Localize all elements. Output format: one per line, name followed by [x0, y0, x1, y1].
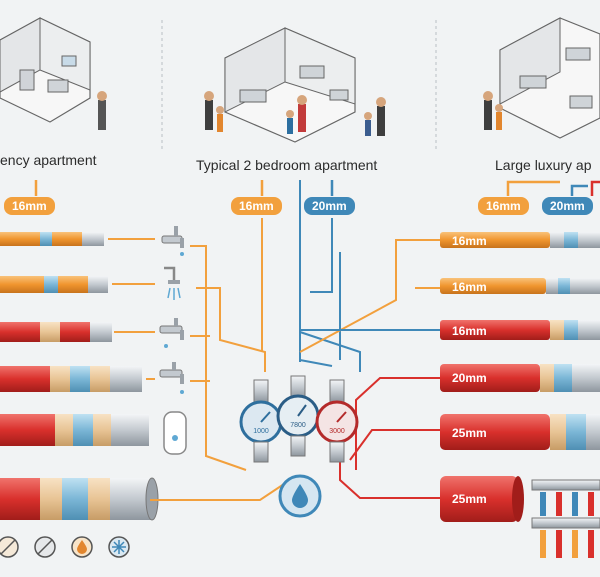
hot-water-drop-icon [71, 536, 93, 558]
luxury-size-tag-16: 16mm [478, 197, 529, 215]
luxury-apartment-label: Large luxury ap [495, 157, 592, 173]
main-water-supply-icon [278, 474, 322, 518]
right-pipe-6 [440, 476, 524, 522]
meter-1-reading: 1000 [253, 428, 269, 435]
family-icon [204, 91, 386, 136]
studio-apartment-label: ency apartment [0, 152, 97, 168]
right-pipe-2-label: 16mm [452, 280, 487, 294]
right-pipe-1 [440, 232, 600, 248]
water-meter-1 [239, 379, 283, 463]
studio-size-tag: 16mm [4, 197, 55, 215]
typical-size-tag-16: 16mm [231, 197, 282, 215]
water-meter-3 [315, 379, 359, 463]
flexible-icon [34, 536, 56, 558]
manifold-icon [531, 479, 600, 558]
right-pipe-1-label: 16mm [452, 234, 487, 248]
right-pipe-2 [440, 278, 600, 294]
right-pipe-5-label: 25mm [452, 426, 487, 440]
right-pipe-3-label: 16mm [452, 324, 487, 338]
right-pipe-4 [440, 364, 600, 392]
left-pipe-2 [0, 276, 108, 293]
left-pipe-1 [0, 232, 104, 246]
no-corrosion-icon [0, 536, 19, 558]
faucet-icon [161, 226, 184, 256]
luxury-size-tag-20: 20mm [542, 197, 593, 215]
outdoor-tap-icon [159, 362, 184, 394]
right-pipe-5 [440, 414, 600, 450]
meter-2-reading: 7800 [290, 422, 306, 429]
left-pipe-4 [0, 366, 142, 392]
freeze-resistant-icon [108, 536, 130, 558]
left-pipe-3 [0, 322, 112, 342]
two-bedroom-apartment-label: Typical 2 bedroom apartment [196, 157, 378, 173]
orange-lines [108, 218, 291, 501]
meter-3-reading: 3000 [329, 428, 345, 435]
couple-icon [483, 91, 503, 130]
right-red-lines [339, 377, 440, 499]
blue-lines [299, 180, 361, 372]
studio-apartment-illustration [0, 17, 107, 130]
right-pipe-6-label: 25mm [452, 492, 487, 506]
right-pipe-3 [440, 320, 600, 340]
shower-icon [164, 266, 181, 300]
water-heater-icon [163, 411, 187, 455]
water-meter-2 [276, 375, 320, 457]
left-pipe-5 [0, 414, 149, 446]
right-pipe-4-label: 20mm [452, 371, 487, 385]
typical-size-tag-20: 20mm [304, 197, 355, 215]
tap-icon [159, 318, 184, 348]
left-pipe-6 [0, 477, 159, 521]
right-orange-lines [299, 239, 440, 353]
luxury-apartment-illustration [483, 17, 600, 139]
person-icon [98, 100, 106, 130]
two-bedroom-apartment-illustration [204, 27, 386, 143]
